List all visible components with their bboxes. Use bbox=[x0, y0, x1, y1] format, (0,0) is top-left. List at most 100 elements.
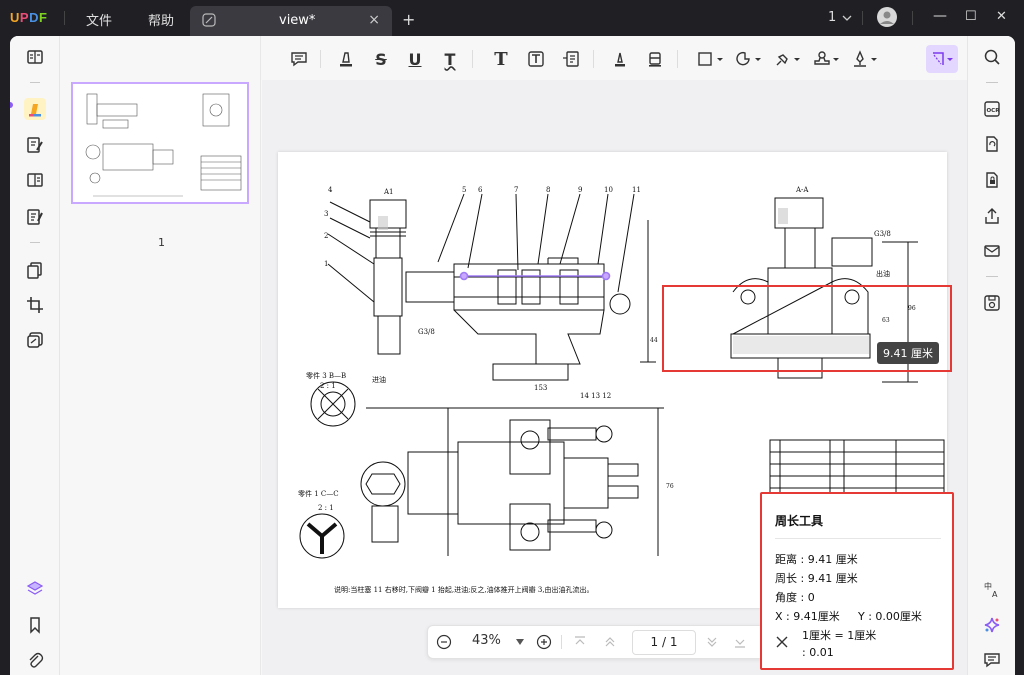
comments-list-icon[interactable] bbox=[981, 649, 1003, 671]
text-callout-icon[interactable] bbox=[560, 48, 582, 70]
svg-text:说明:当柱塞 11 右移时,下阀瓣 1 抬起,进油;反之,油: 说明:当柱塞 11 右移时,下阀瓣 1 抬起,进油;反之,油体推开上阀瓣 3,由… bbox=[334, 585, 594, 594]
next-page-icon[interactable] bbox=[706, 636, 718, 648]
menu-help[interactable]: 帮助 bbox=[148, 14, 175, 29]
attachment-icon[interactable] bbox=[24, 649, 46, 671]
svg-text:44: 44 bbox=[650, 337, 658, 344]
title-divider bbox=[64, 11, 65, 25]
highlight-icon[interactable] bbox=[335, 48, 357, 70]
measure-tool-icon[interactable] bbox=[926, 45, 958, 73]
angle-value: 角度 : 0 bbox=[775, 591, 815, 604]
perimeter-value: 周长 : 9.41 厘米 bbox=[775, 572, 858, 585]
strikethrough-icon[interactable]: S bbox=[375, 49, 387, 69]
svg-text:11: 11 bbox=[632, 186, 641, 194]
svg-text:OCR: OCR bbox=[987, 108, 1001, 114]
ocr-icon[interactable]: OCR bbox=[981, 98, 1003, 120]
last-page-icon[interactable] bbox=[734, 636, 746, 648]
search-icon[interactable] bbox=[981, 46, 1003, 68]
title-divider bbox=[862, 11, 863, 25]
zoom-out-icon[interactable] bbox=[436, 634, 452, 650]
avatar[interactable] bbox=[876, 6, 898, 28]
protect-file-icon[interactable] bbox=[981, 169, 1003, 191]
bookmark-icon[interactable] bbox=[24, 614, 46, 636]
maximize-button[interactable]: ☐ bbox=[965, 9, 977, 24]
thumbnail-preview bbox=[85, 93, 242, 197]
panel-divider bbox=[775, 538, 941, 539]
thumbnail-panel: 1 bbox=[61, 36, 261, 675]
svg-text:A1: A1 bbox=[383, 188, 394, 196]
layers-icon[interactable] bbox=[24, 578, 46, 600]
panel-title: 周长工具 bbox=[775, 514, 824, 528]
textbox-icon[interactable] bbox=[525, 48, 547, 70]
svg-text:零件 1 C—C: 零件 1 C—C bbox=[298, 489, 339, 498]
first-page-icon[interactable] bbox=[574, 636, 586, 648]
app-logo: UPDF bbox=[10, 10, 48, 25]
chevron-down-icon[interactable] bbox=[516, 639, 524, 645]
reader-icon[interactable] bbox=[24, 46, 46, 68]
eraser-icon[interactable] bbox=[644, 48, 666, 70]
scale-value: 1厘米 = 1厘米 bbox=[802, 629, 877, 642]
toolbar-divider bbox=[593, 50, 594, 68]
shape-tool-icon[interactable] bbox=[696, 48, 726, 70]
sidebar-divider bbox=[986, 276, 998, 277]
tab-close-button[interactable]: × bbox=[368, 12, 380, 28]
comment-icon[interactable] bbox=[288, 48, 310, 70]
distance-value: 距离 : 9.41 厘米 bbox=[775, 553, 858, 566]
page-selector[interactable]: 1 bbox=[828, 10, 837, 25]
comment-tool-icon[interactable] bbox=[24, 98, 46, 120]
current-page: 1 bbox=[650, 635, 659, 649]
stamp-icon[interactable] bbox=[812, 48, 842, 70]
sticker-icon[interactable] bbox=[734, 48, 764, 70]
svg-text:出油: 出油 bbox=[876, 269, 890, 278]
x-value: X : 9.41厘米 bbox=[775, 610, 840, 623]
svg-text:96: 96 bbox=[908, 305, 916, 312]
close-window-button[interactable]: ✕ bbox=[996, 9, 1007, 24]
save-icon[interactable] bbox=[981, 292, 1003, 314]
new-tab-button[interactable]: + bbox=[402, 10, 416, 29]
signature-icon[interactable] bbox=[850, 48, 880, 70]
crop-icon[interactable] bbox=[24, 294, 46, 316]
svg-text:7: 7 bbox=[514, 186, 518, 194]
svg-text:A-A: A-A bbox=[795, 186, 809, 194]
text-icon[interactable]: T bbox=[494, 48, 508, 70]
zoom-in-icon[interactable] bbox=[536, 634, 552, 650]
protect-icon[interactable] bbox=[24, 329, 46, 351]
share-icon[interactable] bbox=[981, 205, 1003, 227]
page-separator: / bbox=[661, 635, 667, 649]
pencil-icon[interactable] bbox=[609, 48, 631, 70]
page-thumbnail[interactable] bbox=[71, 82, 249, 204]
close-measure-button[interactable] bbox=[766, 626, 798, 658]
svg-text:G3/8: G3/8 bbox=[874, 230, 891, 238]
edit-pdf-icon[interactable] bbox=[24, 134, 46, 156]
document-tab[interactable]: view* × bbox=[190, 6, 392, 36]
svg-text:进油: 进油 bbox=[372, 375, 386, 384]
mail-icon[interactable] bbox=[981, 240, 1003, 262]
toolbar-divider bbox=[472, 50, 473, 68]
squiggly-icon[interactable]: T bbox=[444, 49, 456, 69]
title-bar: UPDF 文件 帮助 view* × + 1 — ☐ ✕ bbox=[0, 0, 1024, 36]
underline-icon[interactable]: U bbox=[408, 49, 422, 69]
zoom-level[interactable]: 43% bbox=[472, 633, 501, 648]
svg-text:中: 中 bbox=[984, 581, 992, 591]
left-sidebar bbox=[10, 36, 60, 675]
sidebar-divider bbox=[30, 82, 40, 83]
svg-text:1: 1 bbox=[324, 260, 328, 268]
convert-icon[interactable] bbox=[981, 133, 1003, 155]
active-indicator bbox=[10, 102, 13, 108]
svg-text:4: 4 bbox=[328, 186, 333, 194]
form-icon[interactable] bbox=[24, 169, 46, 191]
zoom-divider bbox=[561, 635, 562, 649]
y-value: Y : 0.00厘米 bbox=[858, 610, 922, 623]
svg-text:8: 8 bbox=[546, 186, 550, 194]
organize-pages-icon[interactable] bbox=[24, 259, 46, 281]
sign-icon[interactable] bbox=[24, 206, 46, 228]
pin-icon[interactable] bbox=[773, 48, 803, 70]
menu-file[interactable]: 文件 bbox=[86, 14, 113, 29]
chevron-down-icon[interactable] bbox=[842, 14, 852, 22]
ai-assistant-icon[interactable] bbox=[981, 614, 1003, 636]
previous-page-icon[interactable] bbox=[604, 636, 616, 648]
page-indicator[interactable]: 1 / 1 bbox=[632, 630, 696, 655]
minimize-button[interactable]: — bbox=[933, 8, 947, 24]
